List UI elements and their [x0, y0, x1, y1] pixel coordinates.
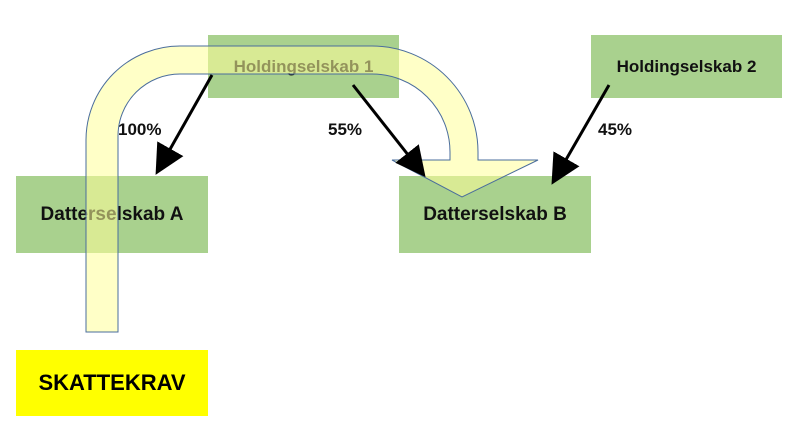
ownership-pct-holding2-b: 45%: [598, 120, 633, 139]
holding2-box: Holdingselskab 2: [591, 35, 782, 98]
datterselskab-b-label: Datterselskab B: [423, 203, 567, 225]
datterselskab-a-box: Datterselskab A: [16, 176, 208, 253]
holding1-box: Holdingselskab 1: [208, 35, 399, 98]
holding2-label: Holdingselskab 2: [616, 56, 757, 76]
ownership-pct-holding1-b: 55%: [328, 120, 363, 139]
datterselskab-a-label: Datterselskab A: [40, 203, 184, 225]
skattekrav-box: SKATTEKRAV: [16, 350, 208, 416]
skattekrav-label: SKATTEKRAV: [38, 370, 186, 395]
datterselskab-b-box: Datterselskab B: [399, 176, 591, 253]
ownership-arrow-holding1-to-a: [155, 74, 214, 175]
ownership-pct-holding1-a: 100%: [118, 120, 162, 139]
holding1-label: Holdingselskab 1: [233, 56, 374, 76]
